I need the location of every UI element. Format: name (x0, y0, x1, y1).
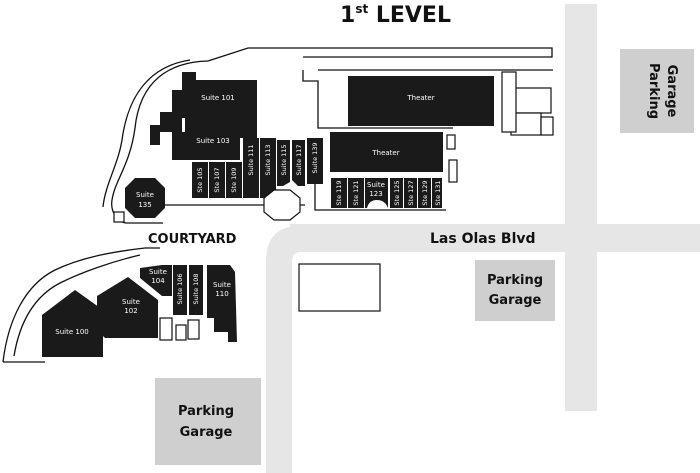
parking-garage-bottom-left (155, 378, 261, 465)
vertical-road-left (266, 226, 300, 473)
suite-102-label-1: Suite (122, 298, 140, 306)
south-kiosk-3 (187, 319, 200, 340)
theater-1[interactable] (348, 76, 494, 126)
suite-123-label-2: 123 (369, 190, 382, 198)
south-suites: Suite 100 Suite 102 Suite 104 Suite 106 … (42, 265, 237, 357)
suite-102-label-2: 102 (124, 307, 137, 315)
suite-106[interactable] (173, 265, 187, 315)
south-kiosk-1 (159, 317, 173, 341)
parking-garages: Parking Garage Parking Garage Parking Ga… (155, 49, 694, 465)
garage-middle-label-1: Parking (487, 273, 543, 288)
suite-119-label: Ste 119 (335, 180, 343, 205)
suite-125[interactable] (390, 178, 403, 208)
suite-139[interactable] (307, 138, 323, 184)
suite-129-label: Ste 129 (421, 180, 429, 205)
suite-139-label: Suite 139 (311, 142, 319, 173)
suite-111[interactable] (243, 138, 259, 198)
vertical-road-right (565, 4, 597, 411)
suite-131[interactable] (432, 178, 442, 208)
suite-113-label: Suite 113 (264, 144, 272, 175)
suite-127[interactable] (404, 178, 417, 208)
street-label: Las Olas Blvd (430, 231, 536, 247)
suite-100[interactable] (42, 290, 103, 357)
suite-103-label: Suite 103 (196, 137, 229, 145)
suite-125-label: Ste 125 (393, 180, 401, 205)
courtyard-label: COURTYARD (148, 232, 237, 247)
suite-105[interactable] (192, 162, 208, 198)
suite-121-label: Ste 121 (352, 180, 360, 205)
suite-110[interactable] (207, 265, 237, 342)
suite-109-label: Ste 109 (230, 167, 238, 192)
suite-121[interactable] (348, 178, 364, 208)
theater-2-label: Theater (371, 149, 399, 157)
suite-110-label-2: 110 (215, 290, 228, 298)
south-kiosk-2 (175, 324, 187, 341)
suite-102[interactable] (97, 277, 158, 338)
empty-lot (298, 263, 381, 312)
suite-101-label: Suite 101 (201, 94, 234, 102)
suite-108-label: Suite 108 (192, 273, 200, 304)
suite-119[interactable] (331, 178, 347, 208)
suite-131-label: Ste 131 (434, 180, 442, 205)
garage-bottom-label-1: Parking (178, 404, 234, 419)
suite-127-label: Ste 127 (407, 180, 415, 205)
suite-109[interactable] (226, 162, 242, 198)
suite-113[interactable] (260, 138, 276, 198)
suite-115-label: Suite 115 (280, 144, 288, 175)
suite-110-label-1: Suite (213, 281, 231, 289)
parking-garage-middle (475, 260, 555, 321)
suite-100-label: Suite 100 (55, 328, 88, 336)
theater-1-label: Theater (406, 94, 434, 102)
suite-115[interactable] (277, 140, 290, 186)
south-building-outline (2, 247, 200, 363)
garage-top-right-label-1: Parking (646, 63, 661, 119)
suite-123-label-1: Suite (367, 181, 385, 189)
garage-bottom-label-2: Garage (180, 425, 233, 440)
suite-129[interactable] (418, 178, 431, 208)
suite-104-label-2: 104 (151, 277, 165, 285)
level-title: 1st LEVEL (340, 2, 451, 28)
north-building-outline (102, 47, 554, 224)
suite-117[interactable] (292, 140, 305, 186)
suite-107[interactable] (209, 162, 225, 198)
garage-middle-label-2: Garage (489, 293, 542, 308)
suite-135-label-1: Suite (136, 191, 154, 199)
north-suites: Suite 101 Suite 103 Ste 105 Ste 107 Ste … (125, 72, 494, 221)
suite-103[interactable] (172, 118, 257, 160)
suite-108[interactable] (189, 265, 203, 315)
corridor-octagon (263, 189, 301, 221)
suite-106-label: Suite 106 (176, 273, 184, 304)
roads (266, 4, 700, 473)
suite-135[interactable] (125, 178, 165, 218)
las-olas-road (290, 224, 700, 252)
parking-garage-top-right (620, 49, 694, 133)
suite-117-label: Suite 117 (295, 144, 303, 175)
suite-135-label-2: 135 (138, 201, 151, 209)
suite-104[interactable] (140, 265, 172, 296)
suite-101[interactable] (150, 72, 257, 145)
suite-104-label-1: Suite (149, 268, 167, 276)
suite-105-label: Ste 105 (196, 167, 204, 192)
suite-123[interactable] (365, 178, 388, 208)
suite-107-label: Ste 107 (213, 167, 221, 192)
suite-111-label: Suite 111 (247, 144, 255, 175)
theater-2[interactable] (330, 132, 443, 172)
garage-top-right-label-2: Garage (664, 65, 679, 118)
